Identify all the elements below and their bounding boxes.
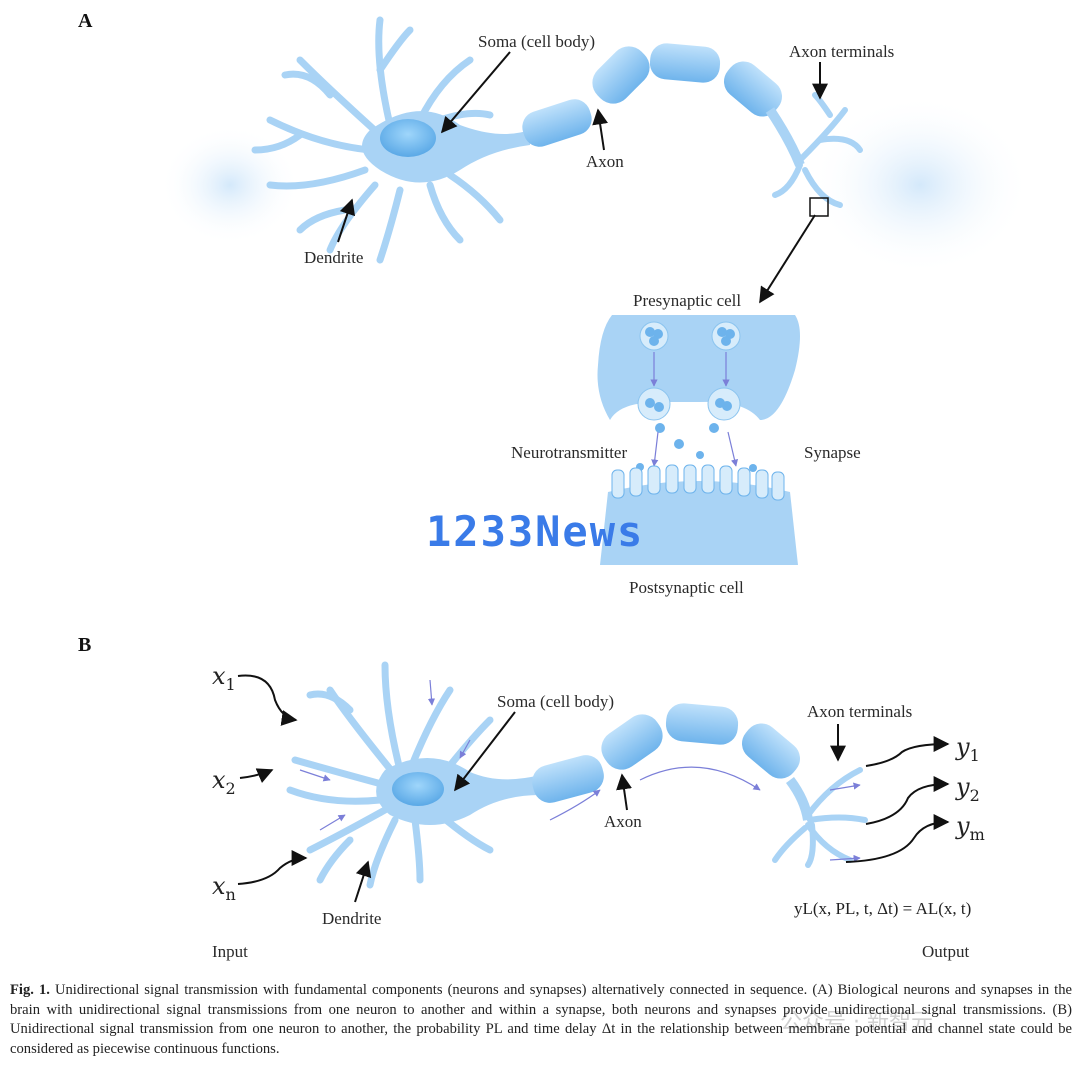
- dendrite-arrow-b: [354, 860, 372, 903]
- watermark-wechat: 公众号 · 新智元: [780, 1010, 933, 1035]
- soma-arrow-b: [454, 711, 516, 792]
- axon-label-a: Axon: [586, 152, 624, 171]
- panel-b-label: B: [78, 634, 92, 656]
- input-x1: x1: [212, 662, 236, 694]
- output-arrow-1: [865, 736, 950, 767]
- dendrite-arrow-a: [337, 198, 356, 243]
- watermark-logo: 1233News: [426, 507, 645, 556]
- axon-terminals-label-b: Axon terminals: [807, 702, 913, 721]
- axon-label-b: Axon: [604, 812, 642, 831]
- input-arrow-2: [239, 768, 274, 784]
- caption-fig-label: Fig. 1.: [10, 982, 50, 998]
- dendrite-label-b: Dendrite: [322, 909, 382, 928]
- neuron-b: [286, 661, 868, 889]
- input-arrow-n: [237, 850, 308, 885]
- output-y2: y2: [956, 773, 980, 805]
- axon-terminals-label-a: Axon terminals: [789, 42, 895, 61]
- input-x2: x2: [212, 766, 236, 798]
- panel-a-label: A: [78, 10, 93, 32]
- synapse-label: Synapse: [804, 443, 861, 462]
- zoom-arrow-a: [759, 214, 816, 304]
- output-arrow-2: [865, 776, 950, 825]
- axon-arrow-a: [592, 108, 609, 151]
- input-xn: xn: [212, 872, 236, 904]
- output-arrow-m: [845, 814, 950, 863]
- input-label: Input: [212, 942, 248, 961]
- transfer-equation: yL(x, PL, t, Δt) = AL(x, t): [794, 899, 972, 918]
- axon-arrow-b: [616, 773, 632, 811]
- output-ym: ym: [956, 812, 985, 844]
- input-arrow-1: [237, 674, 298, 726]
- postsynaptic-label: Postsynaptic cell: [629, 578, 744, 597]
- output-y1: y1: [956, 733, 980, 765]
- soma-arrow-a: [440, 51, 511, 134]
- presynaptic-label: Presynaptic cell: [633, 291, 742, 310]
- soma-label-a: Soma (cell body): [478, 32, 596, 51]
- neurotransmitter-label: Neurotransmitter: [511, 443, 628, 462]
- figure-caption: Fig. 1. Unidirectional signal transmissi…: [10, 981, 1072, 1059]
- synapse-a: [597, 315, 800, 565]
- output-label: Output: [922, 942, 970, 961]
- caption-text: Unidirectional signal transmission with …: [10, 982, 1072, 1057]
- neuron-a: [160, 16, 1030, 275]
- soma-label-b: Soma (cell body): [497, 692, 615, 711]
- dendrite-label-a: Dendrite: [304, 248, 364, 267]
